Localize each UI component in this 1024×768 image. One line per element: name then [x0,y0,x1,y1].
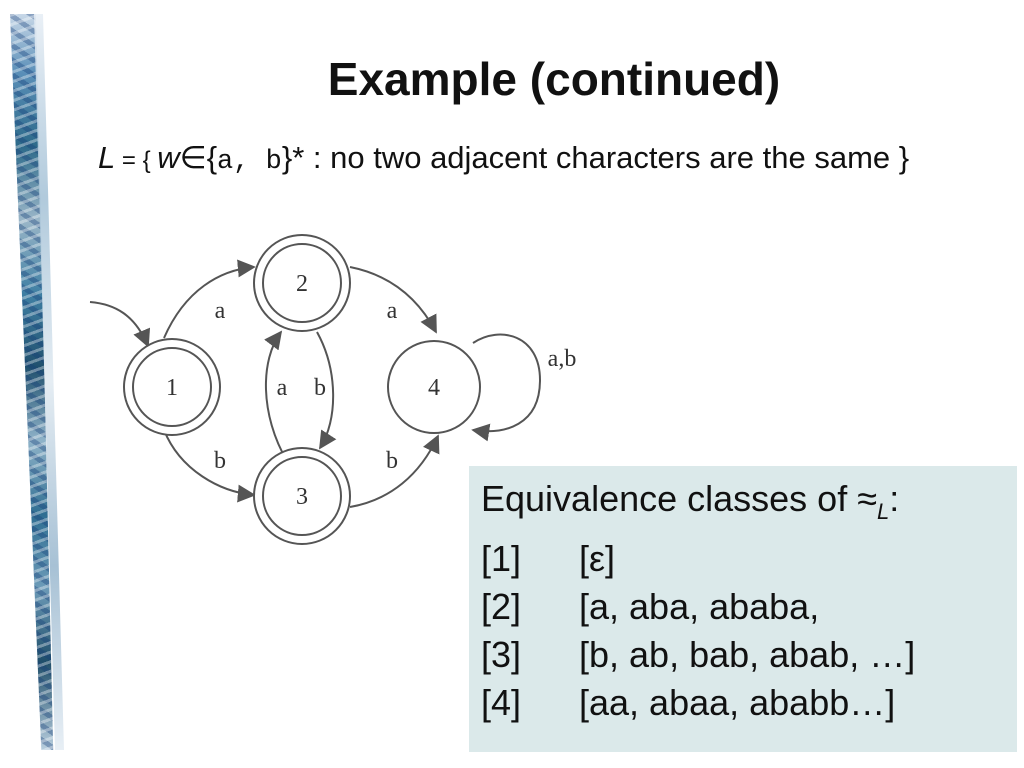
edge-2-3 [316,331,337,450]
equivalence-classes-box: Equivalence classes of ≈L: [1] [ε] [2] [… [469,466,1017,752]
equivalence-row: [2] [a, aba, ababa, [481,583,1005,631]
language-equals: = { [115,147,158,174]
state-1: 1 [123,338,221,436]
equivalence-row: [4] [aa, abaa, ababb…] [481,679,1005,727]
language-definition: L = { w∈{a, b}* : no two adjacent charac… [98,140,909,177]
equivalence-row: [3] [b, ab, bab, abab, …] [481,631,1005,679]
class-key: [3] [481,634,522,676]
edge-3-2 [264,330,288,462]
edge-label-2-3: b [314,375,326,401]
edge-3-4 [349,434,440,508]
element-of-open: ∈{ [179,140,218,175]
edge-label-3-2: a [277,375,288,401]
state-label-4: 4 [428,375,440,401]
edge-1-2 [163,259,256,339]
heading-colon: : [889,478,900,519]
class-key: [2] [481,586,522,628]
class-key: [1] [481,538,522,580]
edge-label-3-4: b [386,448,398,474]
start-arrow [89,301,151,348]
equivalence-heading: Equivalence classes of ≈L: [481,476,1005,535]
edge-label-1-3: b [214,448,226,474]
equivalence-row: [1] [ε] [481,535,1005,583]
edge-label-4-4: a,b [548,346,577,372]
class-value: [aa, abaa, ababb…] [579,682,896,724]
edge-label-1-2: a [215,298,226,324]
state-4: 4 [387,340,481,434]
edge-label-2-4: a [387,298,398,324]
equivalence-heading-text: Equivalence classes of [481,478,858,519]
state-2: 2 [253,234,351,332]
approx-symbol: ≈ [857,478,877,519]
class-value: [ε] [579,538,616,580]
language-symbol: L [98,140,116,175]
edge-2-4 [349,266,437,334]
dfa-diagram: 1 2 3 4 a b a b a b a,b [89,234,577,545]
approx-subscript: L [876,499,890,525]
state-label-2: 2 [296,271,308,297]
class-value: [a, aba, ababa, [579,586,820,628]
word-variable: w [157,140,180,175]
class-value: [b, ab, bab, abab, …] [579,634,916,676]
slide-title: Example (continued) [327,53,781,105]
alphabet: a, b [217,147,282,177]
language-condition: }* : no two adjacent characters are the … [281,140,910,175]
class-key: [4] [481,682,522,724]
state-label-1: 1 [166,375,178,401]
state-label-3: 3 [296,484,308,510]
state-3: 3 [253,447,351,545]
edge-1-3 [163,429,256,503]
edge-4-4 [471,333,542,442]
